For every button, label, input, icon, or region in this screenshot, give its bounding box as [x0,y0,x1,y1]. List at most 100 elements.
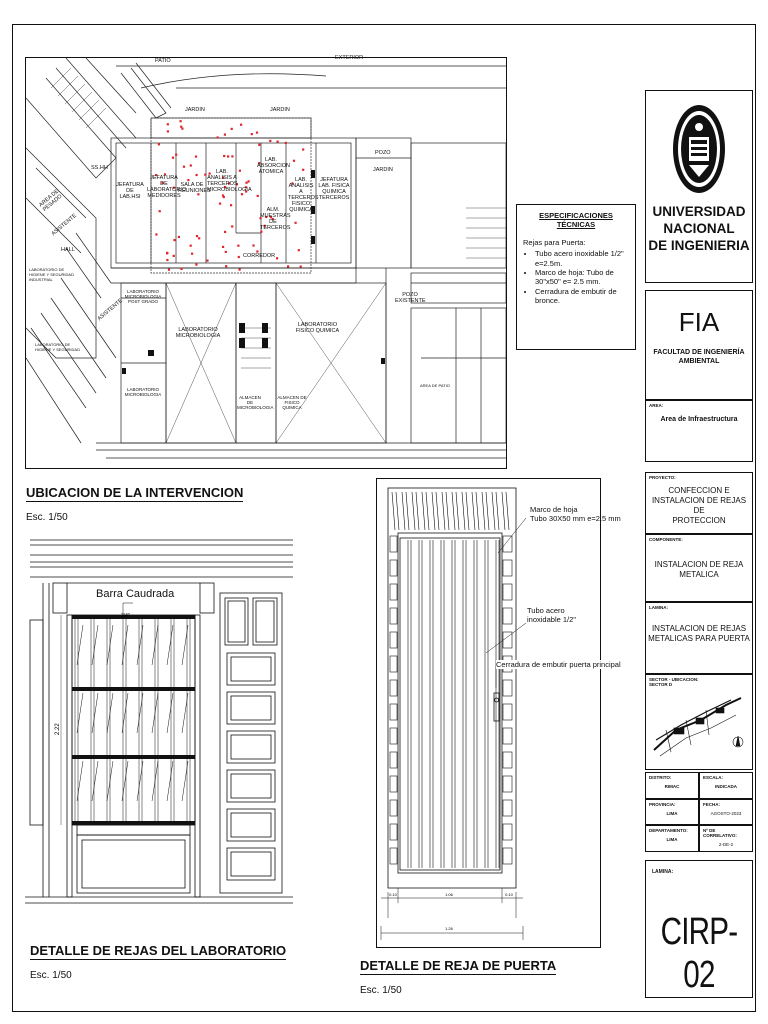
intervention-marker [260,230,263,233]
door-top-bar [455,491,460,531]
intervention-marker [167,268,171,271]
district-cell: DISTRITO: RIMAC [645,772,699,799]
label-patio: PATIO [155,58,171,64]
door-panel [226,769,276,803]
area-label: AREA: [649,403,664,408]
correlative-label: Nº DE CORRELATIVO: [703,828,737,838]
intervention-marker [194,155,198,158]
intervention-marker [206,259,209,262]
door-top-bar [471,491,476,531]
intervention-marker [231,225,234,228]
faculty-name: FACULTAD DE INGENIERÍA AMBIENTAL [646,348,752,366]
door-panel-inner [230,656,272,682]
intervention-marker [166,130,169,133]
intervention-marker [271,217,274,221]
intervention-marker [187,179,190,182]
door-side-box [502,535,513,553]
glass-hatch [76,692,84,734]
intervention-marker [198,237,201,240]
door-top-bar [431,491,436,531]
intervention-marker [240,193,244,196]
date-cell: FECHA: AGOSTO-2023 [699,799,753,825]
intervention-marker [155,174,158,177]
intervention-marker [182,165,186,168]
glass-hatch [181,760,189,802]
intervention-marker [222,245,225,248]
door-top-bar [451,491,456,531]
door-top-bar [505,491,510,531]
floor-plan [25,57,507,469]
intervention-marker [252,244,255,247]
grille-rail [72,687,195,691]
district-value: RIMAC [664,784,680,789]
intervention-marker [269,216,272,219]
door-top-bar [421,491,426,531]
intervention-marker [219,202,222,205]
tb-project-cell: PROYECTO: CONFECCION E INSTALACION DE RE… [645,472,753,534]
intervention-marker [284,141,287,144]
door-panel [226,847,276,881]
door-side-box [502,607,513,625]
door-side-box [389,535,398,553]
intervention-marker [256,194,259,197]
intervention-marker [191,252,194,255]
specs-item: Marco de hoja: Tubo de 30"x50" e= 2.5 mm… [535,268,629,287]
door-side-box [389,727,398,745]
door-side-box [389,703,398,721]
intervention-marker [276,257,279,260]
door-panel [226,730,276,764]
label-lab-fisico: LABORATORIO FISICO QUIMICA [295,322,340,334]
door-frame-note: Marco de hoja Tubo 30X50 mm e=2.5 mm [530,505,621,524]
door-side-box [389,559,398,577]
intervention-marker [256,250,259,253]
glass-hatch [181,624,189,666]
door-side-box [502,559,513,577]
code-label: LAMINA: [652,869,674,875]
door-panel-inner [230,773,272,799]
label-exterior: EXTERIOR [335,55,364,61]
lab-detail-title: DETALLE DE REJAS DEL LABORATORIO [30,943,287,960]
intervention-marker [297,249,300,252]
door-bar-note: Tubo acero inoxidable 1/2" [527,606,576,625]
grille-rail [72,615,195,619]
glass-hatch [76,624,84,666]
label-lab-micro: LABORATORIO MICROBIOLOGIA [175,327,221,339]
door-side-box [389,679,398,697]
door-side-box [502,703,513,721]
sheet-line-1: INSTALACION DE REJAS [651,624,747,633]
correlative-value: 2-DE-2 [718,842,734,847]
door-panel [226,652,276,686]
intervention-marker [195,173,198,177]
intervention-marker [223,133,226,136]
label-pozo: POZO [375,150,391,156]
glass-hatch [151,692,159,734]
specs-item: Cerradura de embutir de bronce. [535,287,629,306]
province-label: PROVINCIA: [649,802,676,807]
province-cell: PROVINCIA: LIMA [645,799,699,825]
intervention-marker [180,267,183,270]
door-top-bar [481,491,486,531]
intervention-marker [223,154,226,158]
glass-hatch [136,624,144,666]
door-side-box [389,775,398,793]
label-almacen-1: ALMACEN DE MICROBIOLOGIA [237,395,274,410]
floor-plan-labels: PATIO EXTERIOR JARDIN JARDIN JARDIN POZO… [25,55,507,469]
door-panel-inner [230,851,272,877]
door-dim-inner: 1.06 [445,892,454,897]
component-label: COMPONENTE: [649,537,683,542]
label-jardin-3: JARDIN [373,167,393,173]
door-top-bar [401,491,406,531]
department-label: DEPARTAMENTO: [649,828,688,833]
intervention-marker [166,252,169,255]
door-side-box [502,751,513,769]
intervention-marker [238,268,241,271]
project-line-3: PROTECCION [672,516,726,525]
door-top-bar [425,491,430,531]
intervention-marker [263,224,266,227]
intervention-marker [175,153,178,156]
door-top-bar [495,491,500,531]
glass-hatch [121,692,129,734]
date-label: FECHA: [703,802,720,807]
door-side-box [389,583,398,601]
door-top-bar [415,491,420,531]
